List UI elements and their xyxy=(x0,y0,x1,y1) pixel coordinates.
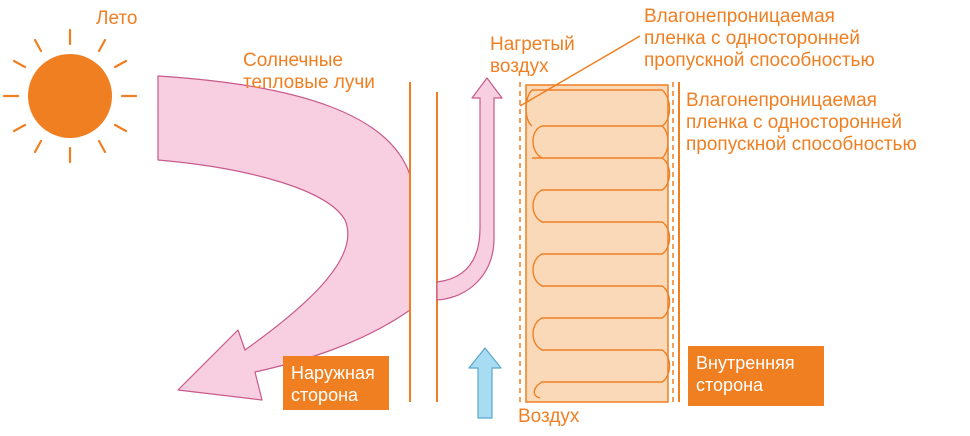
air-label: Воздух xyxy=(518,406,580,427)
membrane-inner-label: Влагонепроницаемая пленка с односторонне… xyxy=(686,90,917,155)
heat-ray-arrow xyxy=(157,75,411,401)
rays-label: Солнечные тепловые лучи xyxy=(243,50,375,93)
membrane-outer-label: Влагонепроницаемая пленка с односторонне… xyxy=(644,6,875,71)
outside-side-badge: Наружная сторона xyxy=(283,356,389,410)
insulation-pattern xyxy=(525,89,671,399)
cool-air-arrow xyxy=(468,347,502,419)
inside-side-badge: Внутренняя сторона xyxy=(688,346,824,406)
heated-air-label: Нагретый воздух xyxy=(490,34,575,77)
season-label: Лето xyxy=(96,8,138,29)
warm-air-arrow xyxy=(436,77,503,301)
sun-icon xyxy=(2,28,138,164)
membrane-outer-leader xyxy=(519,35,641,107)
insulation-block xyxy=(525,84,669,403)
